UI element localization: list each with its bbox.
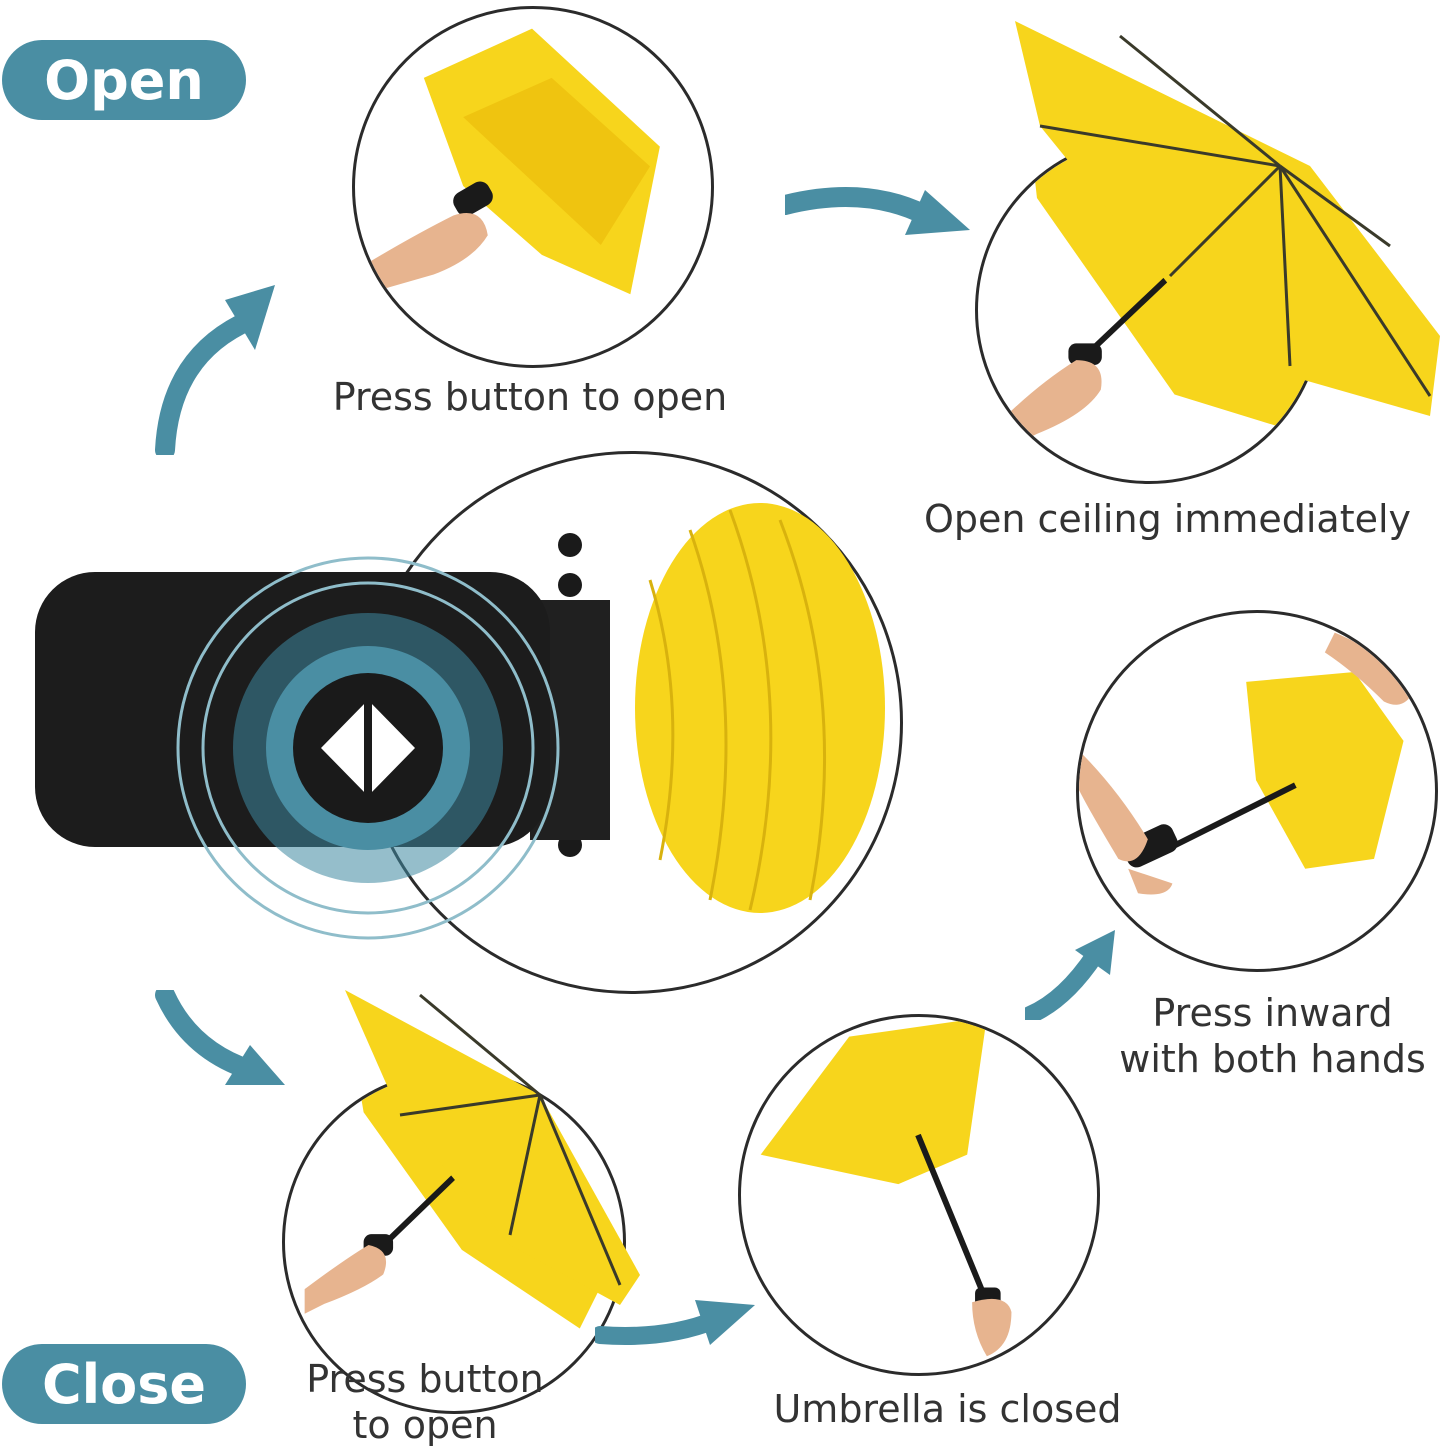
- flow-arrow-5: [155, 990, 290, 1090]
- handle-closeup-image: [30, 500, 890, 940]
- flow-arrow-4: [595, 1295, 755, 1355]
- close-label: Close: [2, 1344, 246, 1424]
- caption-open-ceiling-immediately: Open ceiling immediately: [923, 497, 1412, 541]
- handle-button-icon[interactable]: [318, 688, 418, 788]
- caption-press-button-line1: Press button: [306, 1357, 544, 1401]
- step-press-button-open-image: [352, 6, 714, 368]
- open-label: Open: [2, 40, 246, 120]
- flow-arrow-1: [155, 285, 280, 455]
- caption-press-button-to-open: Press button to open: [332, 375, 728, 419]
- caption-press-inward-line1: Press inward: [1152, 991, 1393, 1035]
- caption-umbrella-is-closed: Umbrella is closed: [773, 1387, 1122, 1431]
- open-umbrella-canopy-bottom: [340, 985, 650, 1305]
- flow-arrow-2: [785, 170, 970, 240]
- step-press-inward-image: [1076, 610, 1438, 972]
- step-umbrella-closed-image: [738, 1014, 1100, 1376]
- caption-press-button-line2: to open: [352, 1403, 498, 1447]
- caption-press-inward-line2: with both hands: [1119, 1037, 1426, 1081]
- open-umbrella-canopy: [1010, 16, 1442, 428]
- flow-arrow-3: [1025, 930, 1120, 1020]
